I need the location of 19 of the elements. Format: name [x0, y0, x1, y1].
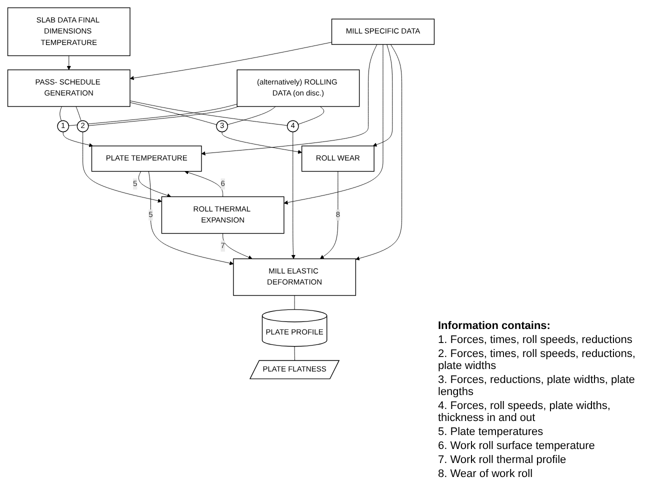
connector — [294, 295, 295, 310]
connector — [227, 106, 276, 125]
connector — [130, 102, 217, 125]
note-text: 1. Forces, times, roll speeds, reductions — [438, 334, 634, 346]
note-text: 2. Forces, times, roll speeds, reductions, plate widths — [438, 348, 636, 372]
connector — [130, 100, 288, 126]
connector — [88, 106, 239, 126]
note-text: 6. Work roll surface temperature — [438, 440, 596, 452]
connector — [76, 106, 82, 122]
connector — [298, 106, 324, 125]
connector — [68, 104, 238, 126]
connector — [60, 106, 62, 122]
note-text: 3. Forces, reductions, plate widths, plate lengths — [438, 374, 636, 398]
legend-heading: Information contains: — [438, 320, 552, 332]
note-text: 7. Work roll thermal profile — [438, 454, 568, 466]
note-text: 8. Wear of work roll — [438, 468, 534, 480]
connector — [294, 346, 296, 361]
note-text: 5. Plate temperatures — [438, 426, 544, 438]
note-text: 4. Forces, roll speeds, plate widths, thickness in and out — [438, 400, 612, 424]
